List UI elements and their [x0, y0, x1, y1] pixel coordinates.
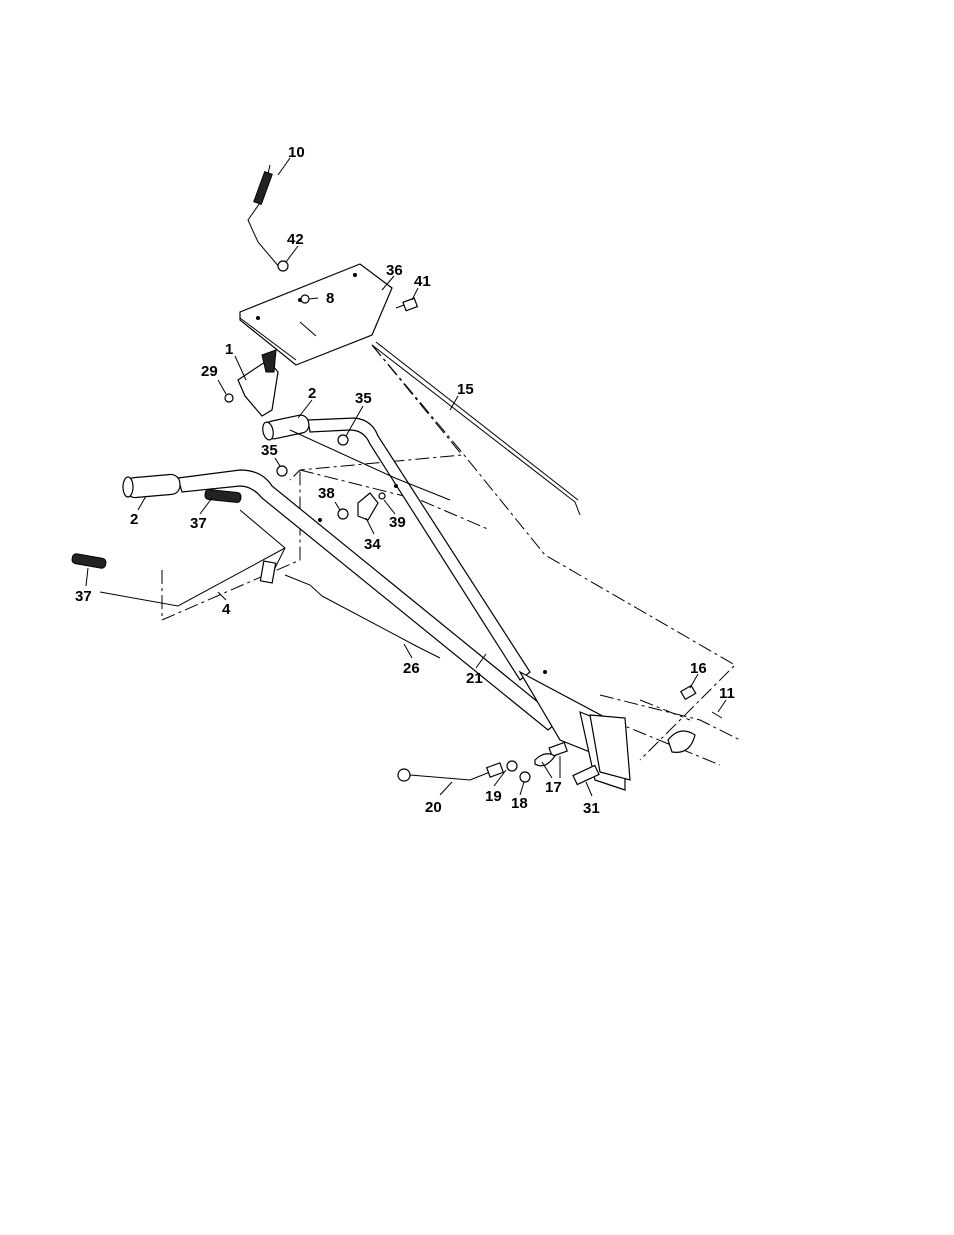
callout-4: 4: [222, 601, 231, 618]
callout-21: 21: [466, 670, 483, 687]
part-29-nut: [225, 394, 233, 402]
part-19-washer: [507, 761, 517, 771]
callout-1: 1: [225, 341, 233, 358]
callout-31: 31: [583, 800, 600, 817]
callout-11: 11: [719, 685, 735, 702]
callout-42: 42: [287, 231, 304, 248]
callout-36: 36: [386, 262, 403, 279]
part-18-nut: [520, 772, 530, 782]
part-35-nut-upper: [338, 435, 348, 445]
callout-34: 34: [364, 536, 381, 553]
callout-37-b: 37: [75, 588, 92, 605]
callout-20: 20: [425, 799, 442, 816]
part-31-bolt: [573, 765, 599, 784]
callout-2-lower: 2: [130, 511, 138, 528]
callout-37-a: 37: [190, 515, 207, 532]
part-37-grip-b: [71, 553, 106, 569]
callout-39: 39: [389, 514, 406, 531]
part-10-rod-spring: [248, 165, 280, 268]
callout-35-lower: 35: [261, 442, 278, 459]
callout-19: 19: [485, 788, 502, 805]
part-34-clip: [358, 493, 378, 520]
part-21-handle-frame: [178, 418, 630, 790]
part-35-nut-lower: [277, 466, 287, 476]
callout-35-upper: 35: [355, 390, 372, 407]
part-41-screw: [396, 298, 417, 311]
callout-38: 38: [318, 485, 335, 502]
part-42-nut: [278, 261, 288, 271]
part-1-bracket: [238, 350, 278, 416]
part-16-bolt: [681, 686, 696, 700]
part-2-grip-lower: [123, 474, 181, 499]
part-11-pin: [668, 712, 722, 752]
part-38-nut: [338, 509, 348, 519]
callout-18: 18: [511, 795, 528, 812]
part-36-panel: [240, 264, 392, 365]
callout-2-upper: 2: [308, 385, 316, 402]
callout-10: 10: [288, 144, 305, 161]
callout-26: 26: [403, 660, 420, 677]
part-2-grip-upper: [261, 414, 310, 441]
part-17-pins: [535, 743, 567, 766]
callout-15: 15: [457, 381, 474, 398]
part-39-washer: [379, 493, 385, 499]
callout-16: 16: [690, 660, 707, 677]
callout-29: 29: [201, 363, 218, 380]
callout-8: 8: [326, 290, 334, 307]
callout-17: 17: [545, 779, 562, 796]
callout-41: 41: [414, 273, 431, 290]
part-20-lever: [398, 763, 503, 781]
part-8-screw: [301, 295, 309, 303]
